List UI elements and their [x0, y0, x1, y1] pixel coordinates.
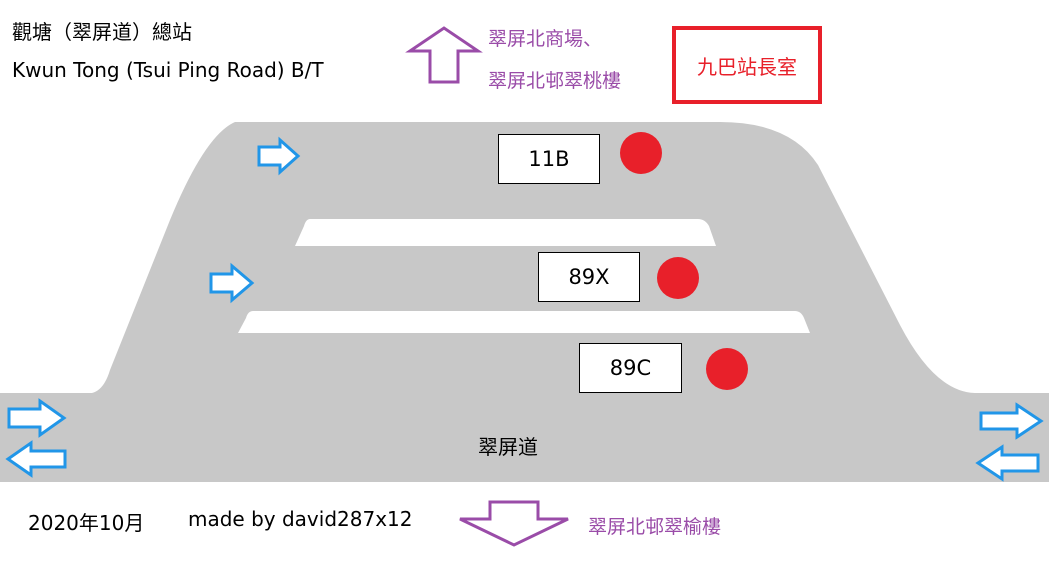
stop-marker-89x [657, 257, 699, 299]
route-bay-11b: 11B [498, 134, 600, 184]
title-english: Kwun Tong (Tsui Ping Road) B/T [12, 58, 324, 82]
flow-left-arrow-icon [975, 444, 1040, 482]
footer-author: made by david287x12 [188, 507, 413, 531]
route-bay-89c: 89C [579, 343, 682, 393]
flow-right-arrow-icon [7, 398, 67, 438]
title-chinese: 觀塘（翠屏道）總站 [12, 20, 192, 44]
flow-left-arrow-icon [5, 440, 67, 478]
road-name: 翠屏道 [478, 435, 538, 459]
route-label: 89C [609, 356, 652, 380]
route-label: 11B [528, 147, 570, 171]
stop-marker-11b [620, 132, 662, 174]
north-destination-line-2: 翠屏北邨翠桃樓 [488, 70, 622, 92]
station-master-office: 九巴站長室 [672, 26, 822, 104]
flow-right-arrow-icon [257, 136, 301, 176]
route-bay-89x: 89X [538, 252, 640, 302]
bay-island-upper [295, 219, 716, 246]
flow-right-arrow-icon [979, 402, 1044, 440]
north-destination-line-1: 翠屏北商場、 [488, 28, 603, 50]
flow-right-arrow-icon [209, 262, 255, 304]
stop-marker-89c [706, 348, 748, 390]
south-destination: 翠屏北邨翠榆樓 [588, 516, 722, 538]
bay-island-lower [238, 311, 810, 333]
north-exit-arrow-icon [405, 26, 483, 84]
south-exit-arrow-icon [459, 500, 569, 547]
footer-date: 2020年10月 [28, 511, 145, 535]
terminus-road-area [0, 122, 1049, 482]
route-label: 89X [568, 265, 610, 289]
station-master-office-label: 九巴站長室 [697, 54, 797, 79]
